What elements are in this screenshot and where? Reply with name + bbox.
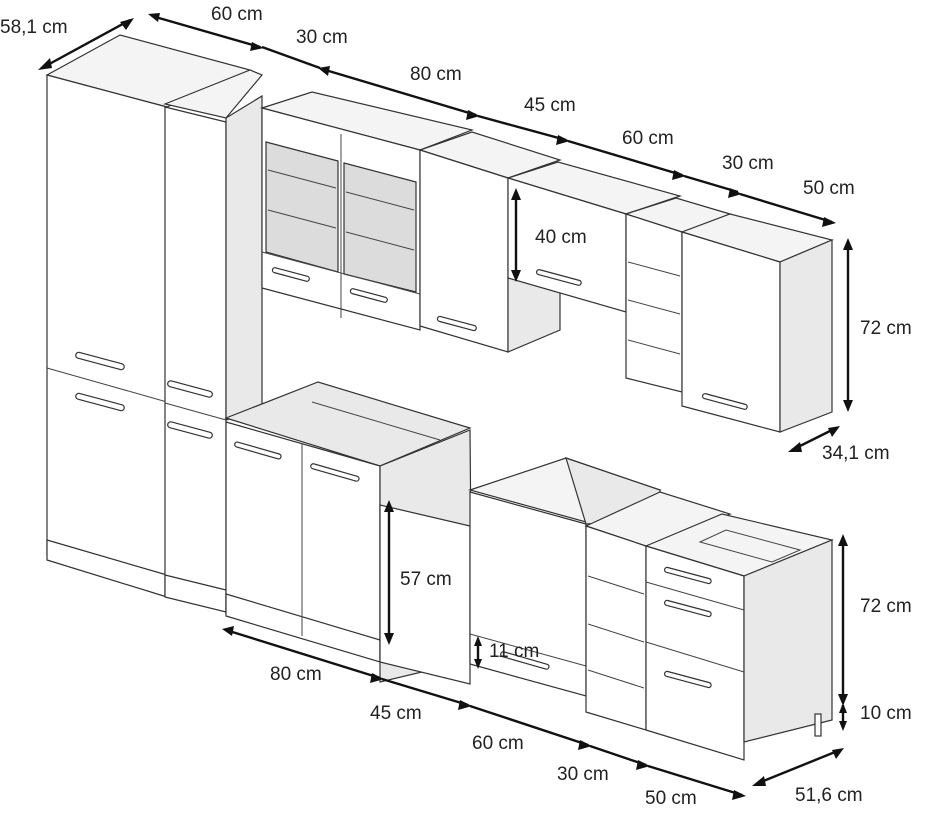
handle-icon	[167, 380, 213, 398]
glass-door-right	[343, 162, 417, 293]
label-top-width-5: 60 cm	[622, 128, 674, 149]
arrow-icon	[318, 66, 330, 76]
arrow-icon	[752, 776, 766, 786]
label-wall-height: 72 cm	[860, 318, 912, 339]
handle-icon	[75, 392, 125, 412]
tall-cabinet-right	[162, 69, 263, 613]
arrow-icon	[370, 673, 384, 683]
arrow-icon	[832, 748, 844, 759]
label-top-width-1: 60 cm	[211, 4, 263, 25]
wall-flap-cabinet	[505, 161, 683, 313]
handle-icon	[664, 599, 712, 618]
arrow-icon	[120, 18, 134, 30]
handle-icon	[436, 315, 477, 332]
leg-icon	[814, 713, 822, 737]
label-top-width-2: 30 cm	[296, 27, 348, 48]
arrow-icon	[672, 170, 686, 180]
arrow-icon	[822, 217, 836, 227]
dimension-labels: 58,1 cm 60 cm 30 cm 80 cm 45 cm 60 cm 30…	[0, 4, 912, 809]
arrow-icon	[732, 790, 746, 800]
arrow-icon	[474, 659, 482, 669]
label-bottom-width-4: 30 cm	[557, 764, 609, 785]
handle-icon	[664, 670, 712, 689]
label-bottom-width-1: 80 cm	[270, 664, 322, 685]
label-bottom-width-3: 60 cm	[472, 733, 524, 754]
arrow-icon	[578, 740, 592, 750]
handle-icon	[271, 267, 310, 282]
label-top-depth: 58,1 cm	[0, 17, 68, 38]
label-base-depth: 51,6 cm	[795, 785, 863, 806]
arrow-icon	[843, 400, 853, 412]
handle-icon	[500, 651, 550, 670]
handle-icon	[664, 566, 712, 585]
arrow-icon	[838, 694, 848, 706]
arrow-icon	[728, 188, 742, 198]
arrow-icon	[384, 500, 394, 512]
label-top-width-6: 30 cm	[722, 153, 774, 174]
wall-open-shelf	[624, 197, 732, 393]
handle-icon	[75, 351, 125, 371]
arrow-icon	[474, 636, 482, 646]
arrow-icon	[636, 760, 650, 770]
arrow-icon	[556, 135, 570, 145]
arrow-heads	[38, 13, 853, 800]
base-sink-cabinet	[224, 381, 472, 663]
base-open-shelf	[584, 491, 732, 731]
handle-icon	[167, 421, 213, 439]
arrow-icon	[838, 534, 848, 546]
label-sink-opening-height: 57 cm	[400, 569, 452, 590]
label-base-height: 72 cm	[860, 596, 912, 617]
label-wall-depth: 34,1 cm	[822, 443, 890, 464]
wall-cabinet-50	[680, 213, 834, 433]
arrow-icon	[788, 442, 802, 452]
arrow-icon	[384, 633, 394, 645]
label-top-width-7: 50 cm	[803, 178, 855, 199]
arrow-icon	[511, 270, 521, 282]
handle-icon	[701, 393, 748, 410]
handle-icon	[349, 288, 388, 303]
arrow-icon	[148, 13, 160, 22]
tall-cabinet-left	[45, 34, 252, 598]
arrow-icon	[828, 426, 840, 437]
label-wall-flap-height: 40 cm	[535, 227, 587, 248]
wall-glass-cabinet	[259, 91, 475, 331]
arrow-icon	[839, 721, 847, 731]
arrow-icon	[458, 700, 472, 710]
handle-icon	[310, 463, 360, 482]
base-open-cabinet	[379, 429, 473, 685]
handle-icon	[234, 441, 282, 460]
label-bottom-width-2: 45 cm	[370, 703, 422, 724]
base-drawer-cabinet	[644, 513, 834, 761]
arrow-icon	[466, 110, 480, 120]
arrow-icon	[250, 42, 264, 51]
arrow-icon	[511, 188, 521, 200]
handle-icon	[535, 269, 582, 286]
label-plinth-height: 10 cm	[860, 703, 912, 724]
label-bottom-width-5: 50 cm	[645, 788, 697, 809]
label-oven-drawer-height: 11 cm	[489, 641, 539, 662]
glass-door-left	[265, 141, 339, 273]
label-top-width-4: 45 cm	[524, 95, 576, 116]
arrow-icon	[839, 703, 847, 713]
arrow-icon	[222, 626, 234, 636]
arrow-icon	[38, 58, 52, 70]
arrow-icon	[843, 238, 853, 250]
label-top-width-3: 80 cm	[410, 64, 462, 85]
base-oven-housing	[467, 457, 662, 697]
